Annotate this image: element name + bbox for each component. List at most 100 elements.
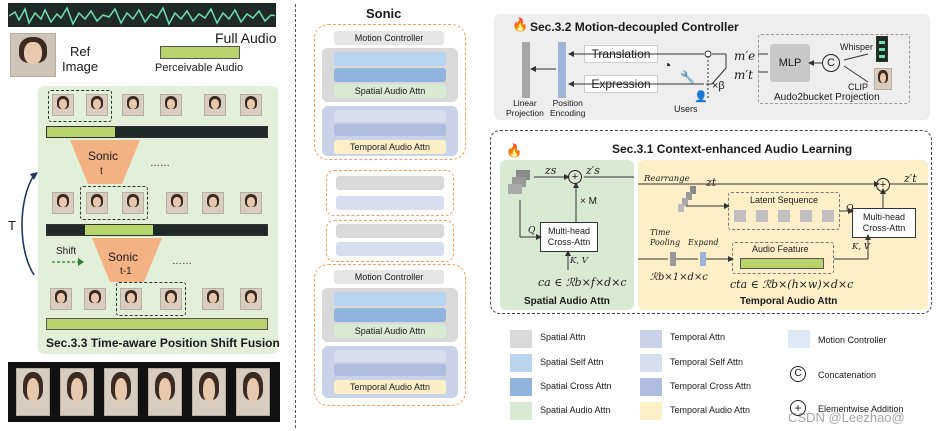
- legend-swatch-temporal-attn: [640, 330, 662, 348]
- mt-label: m′t: [734, 68, 753, 82]
- rearrange-label: Rearrange: [644, 174, 690, 184]
- legend-label: Spatial Audio Attn: [540, 405, 611, 415]
- ref-image: [10, 33, 56, 77]
- clip-label: CLIP: [848, 82, 869, 92]
- audio-feature-bar: [740, 258, 824, 269]
- frame-thumb: [86, 192, 108, 214]
- selected-window: [116, 282, 186, 316]
- a2b-arrows: [758, 53, 869, 83]
- spatial-audio-attn-top: Spatial Audio Attn: [334, 84, 446, 98]
- left-panel: Full Audio Ref Image Perceivable Audio S…: [0, 0, 290, 431]
- frame-thumb: [204, 94, 226, 116]
- zt-label: zt: [706, 176, 717, 189]
- audio2bucket-label: Audo2bucket Projection: [774, 92, 880, 103]
- frame-thumb: [122, 94, 144, 116]
- watermark: CSDN @Leezhao@: [788, 410, 905, 425]
- motion-controller-panel: [494, 14, 930, 120]
- vertical-divider: [295, 4, 296, 428]
- sonic-t-sub: t: [100, 166, 103, 177]
- legend-swatch-temporal-self: [640, 354, 662, 372]
- motion-controller-top: Motion Controller: [334, 31, 444, 45]
- expand-label: Expand: [688, 238, 719, 247]
- latent-token: [778, 210, 790, 222]
- output-frame: [104, 368, 138, 416]
- latent-sequence-group: [728, 192, 840, 230]
- audio-feature-group: [732, 242, 834, 274]
- ca-formula: ca ∈ ℛb×f×d×c: [538, 276, 627, 289]
- audio-feature-label: Audio Feature: [752, 244, 809, 254]
- motion-controller-bottom: Motion Controller: [334, 270, 444, 284]
- spatial-audio-attn-label: Spatial Audio Attn: [524, 296, 610, 307]
- fusion-section-title: Sec.3.3 Time-aware Position Shift Fusion: [46, 336, 280, 350]
- sonic-t1-sub: t-1: [120, 266, 132, 277]
- legend-swatch-temporal-audio: [640, 402, 662, 420]
- output-frame: [192, 368, 226, 416]
- legend-swatch-spatial-attn: [510, 330, 532, 348]
- times-m-label: × M: [580, 196, 597, 207]
- motion-arrows: [530, 50, 727, 100]
- gauge-icon: ◔: [663, 57, 672, 73]
- sonic-t1-block: [92, 238, 162, 282]
- legend-label: Spatial Self Attn: [540, 357, 604, 367]
- sonic-title: Sonic: [366, 6, 402, 21]
- legend-label: Motion Controller: [818, 335, 887, 345]
- perceivable-audio-label: Perceivable Audio: [155, 62, 244, 74]
- shift-label: Shift: [56, 246, 77, 257]
- spatial-cross-top: [334, 68, 446, 82]
- legend-swatch-motion-controller: [788, 330, 810, 348]
- sonic-t-block: [70, 140, 140, 184]
- add-legend-icon: +: [790, 400, 806, 416]
- loop-arrow: [21, 172, 38, 276]
- temporal-audio-attn-top: Temporal Audio Attn: [334, 140, 446, 154]
- sonic-t1-label: Sonic: [108, 250, 139, 264]
- temporal-cross-attn-box: Multi-head Cross-Attn: [852, 208, 916, 238]
- whisper-spectrogram-band: [879, 41, 885, 44]
- context-fire-icon: 🔥: [506, 143, 523, 158]
- legend-label: Spatial Cross Attn: [540, 381, 612, 391]
- audio-track-highlight: [85, 225, 153, 235]
- legend-swatch-spatial-self: [510, 354, 532, 372]
- mid-spatial-attn-1: [336, 176, 444, 190]
- output-frame: [148, 368, 182, 416]
- whisper-spectrogram-band: [879, 55, 885, 58]
- latent-token: [800, 210, 812, 222]
- legend-label: Elementwise Addition: [818, 404, 904, 414]
- legend-label: Concatenation: [818, 370, 877, 380]
- mid-temporal-attn-2: [336, 242, 444, 256]
- output-frame: [236, 368, 270, 416]
- linear-projection-label: Linear Projection: [506, 98, 544, 118]
- audio-track-top: [46, 126, 268, 138]
- zt-prime-label: z′t: [904, 172, 917, 185]
- zs-prime-label: z′s: [586, 164, 600, 177]
- frames-row-middle: [44, 186, 274, 220]
- frames-row-bottom: [44, 282, 274, 316]
- frame-thumb: [86, 94, 108, 116]
- latent-token: [822, 210, 834, 222]
- position-encoding-label: Position Encoding: [550, 98, 586, 118]
- legend: Spatial Attn Spatial Self Attn Spatial C…: [506, 322, 926, 428]
- temporal-cross-top: [334, 124, 446, 136]
- selected-window: [80, 186, 148, 220]
- legend-swatch-spatial-cross: [510, 378, 532, 396]
- legend-swatch-temporal-cross: [640, 378, 662, 396]
- whisper-spectrogram-band: [879, 48, 885, 51]
- legend-label: Temporal Self Attn: [670, 357, 744, 367]
- mid-temporal-attn-1: [336, 196, 444, 210]
- clip-face: [874, 68, 892, 90]
- full-audio-label: Full Audio: [215, 30, 277, 46]
- temporal-audio-attn-label: Temporal Audio Attn: [740, 296, 838, 307]
- frame-thumb: [52, 94, 74, 116]
- spatial-cross-attn-box: Multi-head Cross-Attn: [540, 222, 598, 252]
- spatial-arrows: [519, 174, 634, 270]
- spatial-token-stack: [508, 170, 530, 194]
- sonic-block-mid-2: [326, 220, 454, 262]
- frames-row-top: [44, 90, 274, 122]
- pooled-bar: [670, 252, 676, 266]
- dots-label-2: ……: [172, 256, 192, 267]
- motion-section-title: Sec.3.2 Motion-decoupled Controller: [530, 20, 739, 34]
- frame-thumb: [240, 192, 262, 214]
- temporal-self-top: [334, 110, 446, 122]
- zs-label: zs: [545, 164, 557, 177]
- frame-thumb: [166, 192, 188, 214]
- spatial-audio-attn-bottom: Spatial Audio Attn: [334, 324, 446, 338]
